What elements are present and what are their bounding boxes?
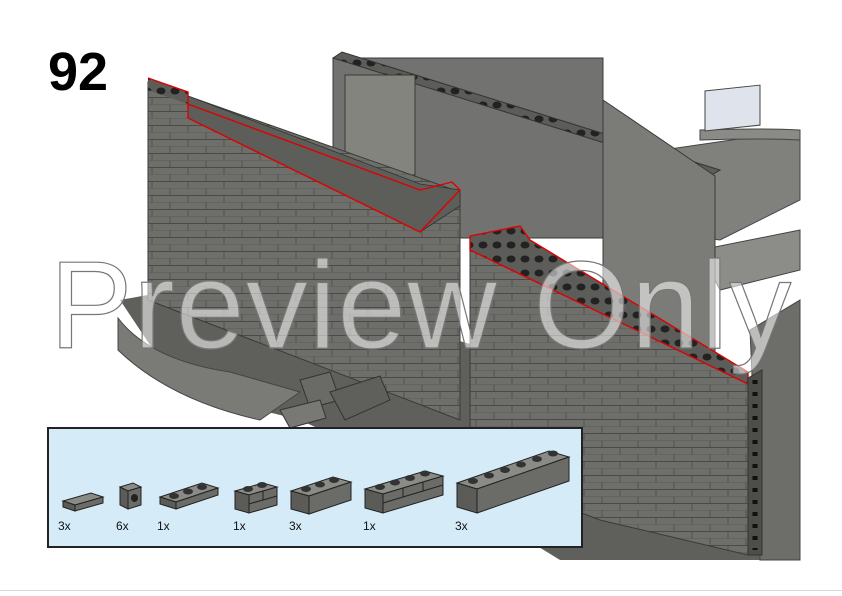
part-quantity: 3x [455,519,468,533]
masonry-brick-1x2-icon [233,482,279,514]
part-quantity: 1x [363,519,376,533]
left-wall-top [148,78,188,104]
rubble-3 [329,375,391,421]
page-divider [0,590,842,591]
part-quantity: 1x [157,519,170,533]
front-wall-edge [747,369,763,556]
left-wall [147,81,461,421]
tile-1x2-icon [61,492,105,512]
part-quantity: 6x [116,519,129,533]
masonry-brick-1x4-icon [363,470,445,514]
parts-callout: 3x 6x 1x 1x [47,427,583,548]
front-wall-top [470,226,748,384]
bracket-1x1-icon [118,482,143,510]
step-number: 92 [48,42,109,102]
highlight-front [469,225,749,386]
right-arc [699,128,801,141]
brick-1x6-icon [455,450,571,514]
brick-1x3-icon [289,476,353,515]
curved-base [117,316,302,421]
part-quantity: 3x [289,519,302,533]
part-quantity: 1x [233,519,246,533]
part-quantity: 3x [58,519,71,533]
right-hole [704,84,761,132]
rubble-2 [279,399,327,429]
preview-watermark: Preview Only [49,236,793,375]
plate-1x3-icon [158,482,220,510]
highlight-left [147,77,461,233]
